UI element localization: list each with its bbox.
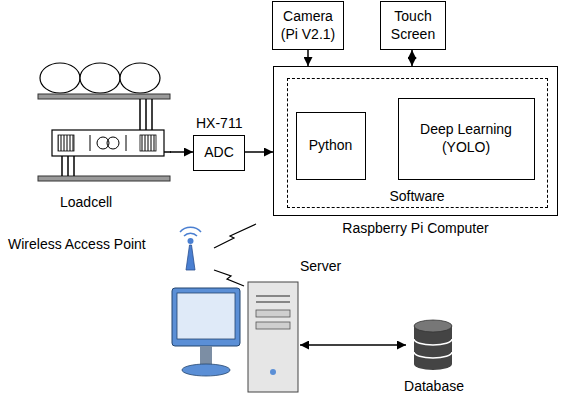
node-text: Touch Screen (385, 8, 441, 43)
loadcell-part: Loadcell (38, 62, 170, 212)
node-text: Loadcell (60, 194, 112, 212)
access-point-icon (180, 227, 201, 270)
text-holder: Touch Screen (381, 2, 445, 49)
node-text: ADC (204, 144, 234, 162)
process-box: Deep Learning (YOLO) (398, 98, 535, 180)
server-part: Server (170, 278, 300, 396)
computer-box: Raspberry Pi ComputerSoftwarePythonDeep … (273, 66, 558, 216)
monitor-icon (172, 288, 240, 376)
node-text: Camera (Pi V2.1) (277, 8, 339, 43)
process-box: Python (296, 112, 366, 180)
node-text: Software (389, 188, 444, 206)
group-box: Software Python Deep Learning (YOLO) (287, 78, 548, 208)
connector (245, 151, 273, 153)
text-holder: Python (297, 113, 365, 179)
node-text: Python (309, 137, 353, 155)
database-part: Database (406, 316, 462, 396)
node-text: Deep Learning (YOLO) (409, 121, 524, 156)
text-holder: Camera (Pi V2.1) (273, 2, 343, 49)
text-holder: Deep Learning (YOLO) (399, 99, 534, 179)
process-box: HX-711ADC (193, 135, 245, 171)
node-text: Server (300, 258, 341, 276)
text-holder: ADC (194, 136, 244, 170)
process-box: Touch Screen (380, 1, 446, 50)
tower-icon (248, 282, 298, 392)
loadcell-illustration (38, 63, 171, 181)
connector (307, 50, 309, 66)
wireless-label: Wireless Access Point (8, 236, 146, 252)
process-box: Camera (Pi V2.1) (272, 1, 344, 50)
connector (300, 344, 406, 346)
node-text: Database (404, 378, 464, 396)
wireless-symbol (214, 224, 256, 286)
node-text: Raspberry Pi Computer (342, 220, 488, 238)
connector (411, 50, 413, 66)
connector (170, 151, 193, 153)
node-text: HX-711 (196, 115, 242, 133)
database-icon (414, 320, 452, 370)
